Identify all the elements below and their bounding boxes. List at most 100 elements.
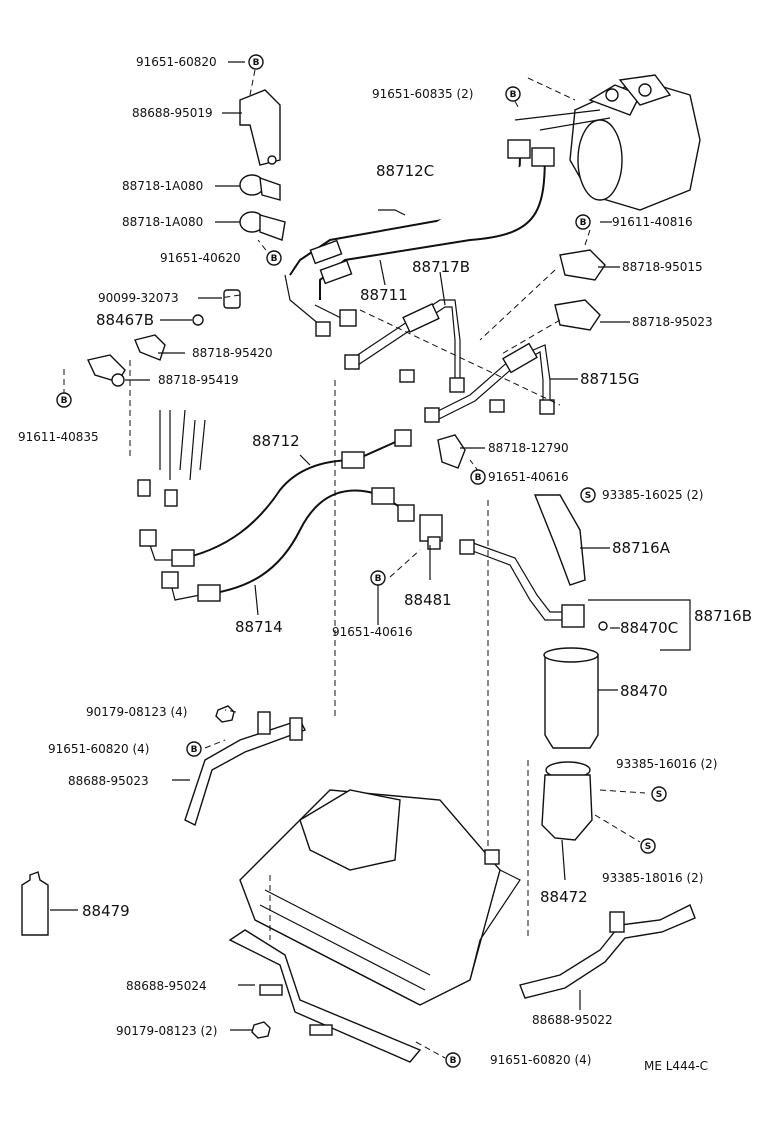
bolt-symbol-5: B <box>56 392 72 408</box>
label-88714: 88714 <box>235 618 283 636</box>
hose-88712c <box>284 109 611 337</box>
clamp-88718-12790 <box>437 434 466 469</box>
svg-text:S: S <box>656 790 662 800</box>
screw-symbol-2: S <box>651 786 667 802</box>
bolt-symbol-1: B <box>248 54 264 70</box>
pipe-88716a <box>533 494 586 586</box>
label-88715g: 88715G <box>580 370 639 388</box>
svg-text:B: B <box>375 574 382 584</box>
compressor <box>569 74 701 211</box>
pipe-88715g <box>424 342 555 423</box>
label-88718-95420: 88718-95420 <box>192 346 273 360</box>
clamp-88718-95420 <box>134 334 166 361</box>
clamp-88718-95419 <box>86 354 126 387</box>
label-93385-18016: 93385-18016 (2) <box>602 871 704 885</box>
label-91651-40620: 91651-40620 <box>160 251 241 265</box>
bolt-symbol-3: B <box>575 214 591 230</box>
label-91611-40816: 91611-40816 <box>612 215 693 229</box>
svg-text:B: B <box>510 90 517 100</box>
nut-90179-08123-a <box>215 705 235 723</box>
label-88472: 88472 <box>540 888 588 906</box>
clamp-88718-95023 <box>554 299 601 331</box>
grommet-90099-32073 <box>223 289 241 309</box>
bolt-symbol-6: B <box>470 469 486 485</box>
label-88716a: 88716A <box>612 539 671 557</box>
receiver-88470 <box>543 647 599 749</box>
screw-symbol-3: S <box>640 838 656 854</box>
label-88716b: 88716B <box>694 607 752 625</box>
label-88688-95023: 88688-95023 <box>68 774 149 788</box>
condenser <box>239 789 521 1006</box>
label-90179-08123-2: 90179-08123 (2) <box>116 1024 218 1038</box>
label-88718-1a080-b: 88718-1A080 <box>122 215 203 229</box>
bolt-symbol-7: B <box>370 570 386 586</box>
hose-88714 <box>161 487 415 602</box>
label-90179-08123-4: 90179-08123 (4) <box>86 705 188 719</box>
svg-text:S: S <box>645 842 651 852</box>
hose-88712 <box>139 429 412 567</box>
clamp-88718-95015 <box>559 249 606 281</box>
label-91651-60820: 91651-60820 <box>136 55 217 69</box>
clamp-88718-1a080-a <box>239 174 281 201</box>
label-88712: 88712 <box>252 432 300 450</box>
part-labels: 91651-60820 88688-95019 88718-1A080 8871… <box>18 55 752 1073</box>
leader-lines <box>50 61 691 1031</box>
label-93385-16025: 93385-16025 (2) <box>602 488 704 502</box>
label-91651-40616-b: 91651-40616 <box>332 625 413 639</box>
svg-text:B: B <box>191 745 198 755</box>
label-88470: 88470 <box>620 682 668 700</box>
label-93385-16016: 93385-16016 (2) <box>616 757 718 771</box>
bracket-88688-95022 <box>519 904 696 999</box>
bolt-symbol-8: B <box>186 741 202 757</box>
svg-text:S: S <box>585 491 591 501</box>
switch-88481 <box>419 514 443 550</box>
cylinder-88479 <box>21 871 49 936</box>
label-88711: 88711 <box>360 286 408 304</box>
svg-text:B: B <box>580 218 587 228</box>
nut-90179-08123-b <box>251 1021 271 1039</box>
screw-symbol-1: S <box>580 487 596 503</box>
svg-text:B: B <box>61 396 68 406</box>
pipe-88717b <box>344 299 465 393</box>
bolt-symbol-2: B <box>505 86 521 102</box>
label-88718-1a080-a: 88718-1A080 <box>122 179 203 193</box>
bolt-symbol-4: B <box>266 250 282 266</box>
label-88688-95019: 88688-95019 <box>132 106 213 120</box>
svg-text:B: B <box>271 254 278 264</box>
dangling-pipes <box>137 409 206 507</box>
label-88718-95015: 88718-95015 <box>622 260 703 274</box>
pipe-88716b <box>459 539 608 631</box>
label-90099-32073: 90099-32073 <box>98 291 179 305</box>
label-88718-95419: 88718-95419 <box>158 373 239 387</box>
label-88470c: 88470C <box>620 619 678 637</box>
svg-text:B: B <box>450 1056 457 1066</box>
label-88718-95023: 88718-95023 <box>632 315 713 329</box>
label-88717b: 88717B <box>412 258 470 276</box>
bracket-88688-95019 <box>239 89 281 166</box>
dashed-reference-lines <box>63 69 646 1059</box>
label-88688-95024: 88688-95024 <box>126 979 207 993</box>
label-91651-60820-4b: 91651-60820 (4) <box>490 1053 592 1067</box>
label-91651-60820-4: 91651-60820 (4) <box>48 742 150 756</box>
screw-symbols: S S S <box>580 487 667 854</box>
label-88688-95022: 88688-95022 <box>532 1013 613 1027</box>
bolt-symbol-9: B <box>445 1052 461 1068</box>
label-88479: 88479 <box>82 902 130 920</box>
label-91651-60835: 91651-60835 (2) <box>372 87 474 101</box>
bracket-88688-95023 <box>184 711 306 826</box>
clip-88467b <box>192 314 204 326</box>
svg-text:B: B <box>475 473 482 483</box>
label-91651-40616-a: 91651-40616 <box>488 470 569 484</box>
label-88467b: 88467B <box>96 311 154 329</box>
label-88718-12790: 88718-12790 <box>488 441 569 455</box>
bracket-88472 <box>541 761 593 841</box>
bolt-symbols: B B B B B B B B B <box>56 54 591 1068</box>
clamp-88718-1a080-b <box>239 211 286 241</box>
label-91611-40835: 91611-40835 <box>18 430 99 444</box>
svg-text:B: B <box>253 58 260 68</box>
diagram-code: ME L444-C <box>644 1059 708 1073</box>
label-88481: 88481 <box>404 591 452 609</box>
bar-88688-95024 <box>228 929 422 1063</box>
